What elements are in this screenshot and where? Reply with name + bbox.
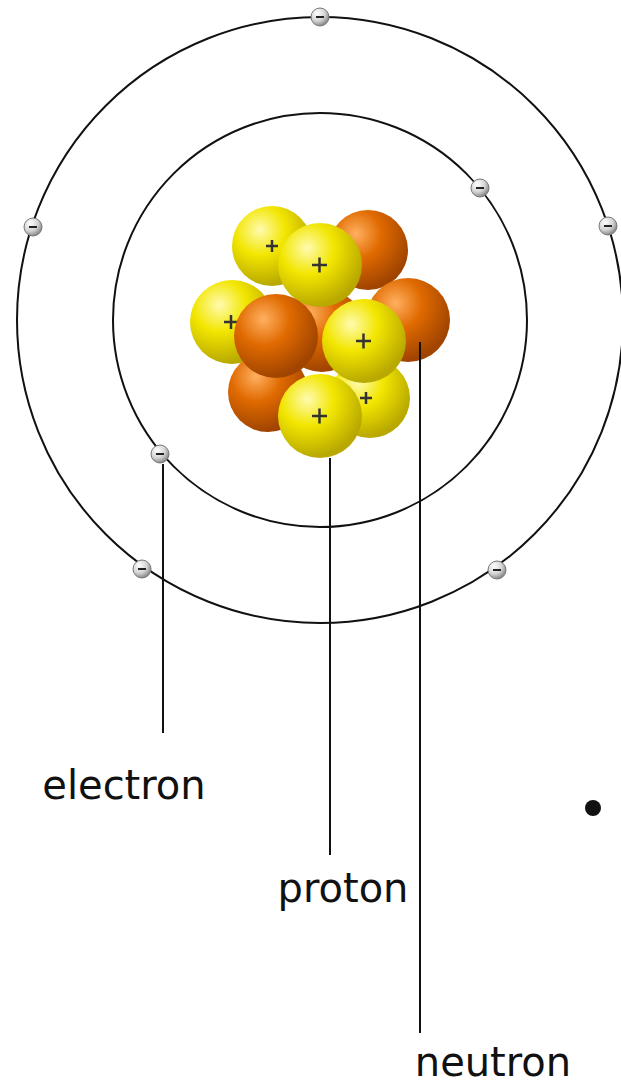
part-label: electron (42, 765, 205, 805)
leader-lines (163, 342, 420, 1033)
outer-orbit (17, 17, 621, 623)
part-label: proton (278, 868, 409, 908)
inner-orbit (113, 113, 527, 527)
nucleus (190, 206, 450, 458)
bullet-dot (585, 800, 601, 816)
part-label: neutron (415, 1042, 571, 1082)
electrons (24, 8, 617, 579)
